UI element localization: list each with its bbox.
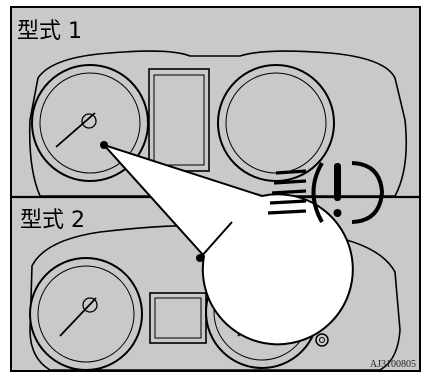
center-display-inner: [153, 74, 205, 166]
left-gauge-hub: [81, 113, 97, 129]
center-display-inner: [154, 297, 202, 339]
center-display: [149, 292, 207, 344]
panel-1-label: 型式 1: [17, 19, 82, 44]
figure-code: AJ3100805: [370, 359, 416, 370]
left-gauge-needle: [55, 112, 96, 148]
panel-2-label: 型式 2: [20, 208, 85, 233]
left-gauge: [29, 257, 143, 370]
left-gauge-inner: [39, 72, 141, 174]
headlight-leveling-warning-icon: [267, 161, 385, 224]
trip-reset-knob-inner: [319, 337, 325, 343]
left-gauge-inner: [37, 265, 135, 363]
center-display: [148, 68, 210, 172]
right-gauge: [217, 64, 335, 182]
cluster-bezel: [28, 50, 408, 196]
trip-reset-knob: [315, 333, 329, 347]
left-gauge-needle: [59, 297, 97, 337]
